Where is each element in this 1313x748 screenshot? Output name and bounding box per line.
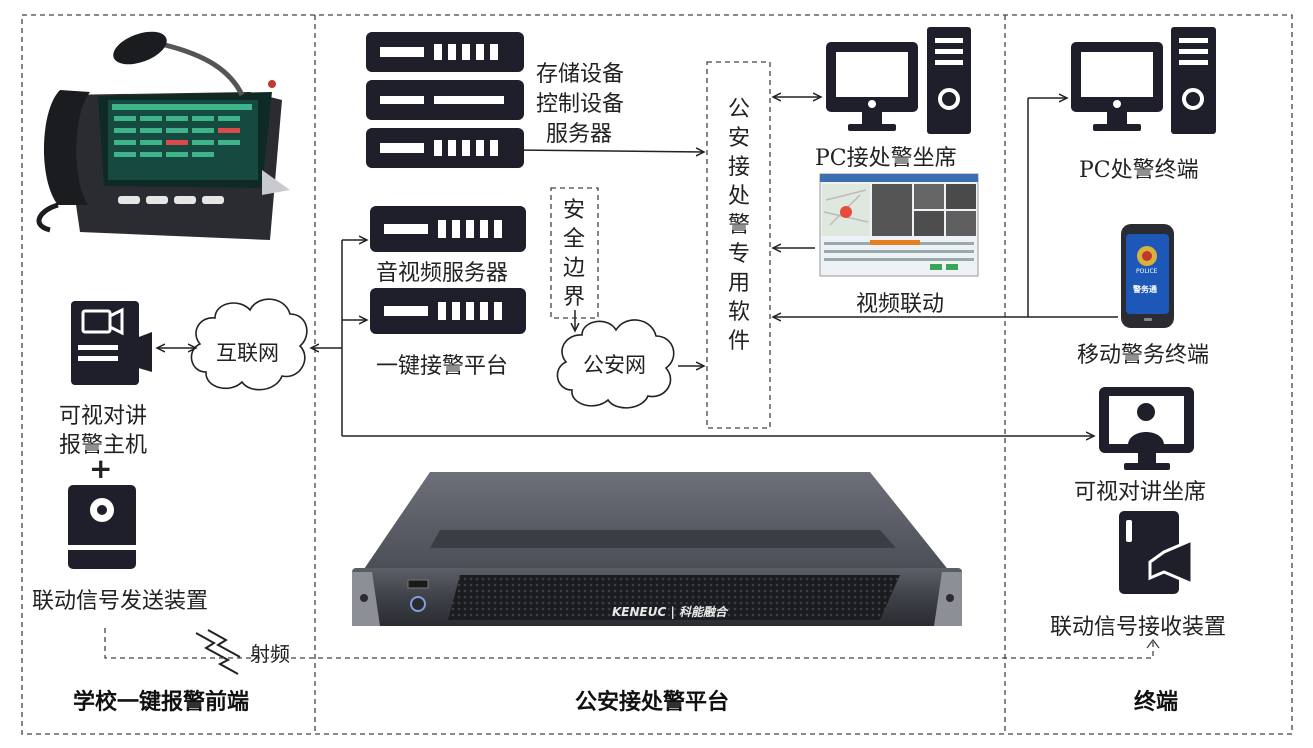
label-police-net: 公安网 [583, 353, 646, 377]
plus-sign: + [89, 452, 113, 485]
link-signal-sender-icon [68, 485, 136, 569]
label-link-sender: 联动信号发送装置 [32, 589, 209, 614]
label-link-receiver: 联动信号接收装置 [1050, 615, 1227, 640]
label-control-device: 控制设备 [536, 92, 625, 117]
rack-server-appliance-image [352, 472, 962, 626]
label-internet: 互联网 [216, 341, 279, 365]
desk-phone-image [36, 31, 290, 240]
phone-badge-text: 警务通 [1133, 285, 1157, 294]
rf-dashed-link [104, 628, 1154, 659]
rf-signal-icon [195, 629, 241, 675]
label-server: 服务器 [546, 122, 613, 147]
section-title-school-frontend: 学校一键报警前端 [73, 690, 250, 715]
police-network-cloud [556, 319, 675, 409]
link-signal-receiver-icon [1119, 511, 1194, 594]
storage-server-stack-icon [366, 32, 524, 168]
section-title-police-platform: 公安接处警平台 [575, 690, 730, 715]
label-one-key-platform: 一键接警平台 [376, 354, 509, 379]
label-intercom-seat: 可视对讲坐席 [1074, 480, 1207, 505]
label-police-software: 公安接处警专用软件 [727, 97, 750, 354]
label-pc-terminal: PC处警终端 [1079, 158, 1199, 183]
police-software-box [706, 61, 771, 429]
rf-arrow-head [1146, 638, 1160, 649]
connection-lines [157, 97, 1118, 436]
video-intercom-host-icon [71, 301, 152, 385]
section-title-terminal: 终端 [1134, 690, 1179, 715]
mobile-police-phone-icon [1121, 224, 1174, 328]
device-brand-text: KENEUC | 科能融合 [612, 605, 728, 619]
label-intercom-host-line1: 可视对讲 [59, 404, 148, 429]
pc-terminal-computer-icon [1071, 27, 1216, 134]
intercom-seat-monitor-icon [1099, 387, 1194, 470]
video-link-screenshot [819, 173, 979, 277]
av-server-icon [370, 206, 526, 252]
label-rf: 射频 [250, 642, 290, 666]
label-av-server: 音视频服务器 [376, 261, 509, 286]
label-video-link: 视频联动 [856, 292, 945, 317]
label-pc-seat: PC接处警坐席 [815, 146, 957, 171]
pc-seat-computer-icon [826, 27, 971, 134]
label-mobile-terminal: 移动警务终端 [1077, 343, 1210, 368]
phone-police-text: POLICE [1136, 268, 1158, 275]
label-security-border: 安全边界 [562, 198, 585, 310]
label-intercom-host-line2: 报警主机 [59, 433, 148, 458]
one-key-platform-server-icon [370, 288, 526, 334]
section-frames [21, 14, 1293, 735]
label-storage-device: 存储设备 [536, 62, 625, 87]
